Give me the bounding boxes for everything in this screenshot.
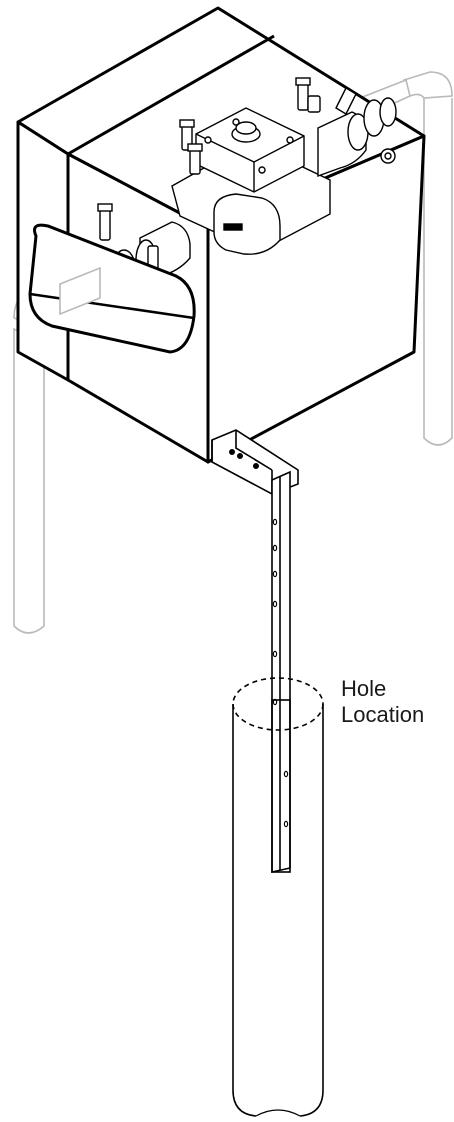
enclosure-top-seam xyxy=(67,34,275,156)
test-cocks xyxy=(179,77,396,175)
check-housing xyxy=(213,193,281,255)
callout-line-2: Location xyxy=(341,702,425,727)
callout-line-1: Hole xyxy=(341,676,387,701)
supply-pipes xyxy=(13,71,453,634)
oval-cutout xyxy=(28,223,196,354)
pipe-cutout xyxy=(28,223,196,354)
backflow-valve-assembly xyxy=(93,77,397,301)
bracket-leg xyxy=(271,470,291,873)
post-hole xyxy=(232,677,324,1117)
right-vertical-pipe xyxy=(423,98,453,446)
left-vertical-pipe xyxy=(13,328,45,634)
right-elbow xyxy=(402,71,453,99)
mounting-bracket xyxy=(211,429,299,873)
hole-location-callout: Hole Location xyxy=(341,676,424,728)
